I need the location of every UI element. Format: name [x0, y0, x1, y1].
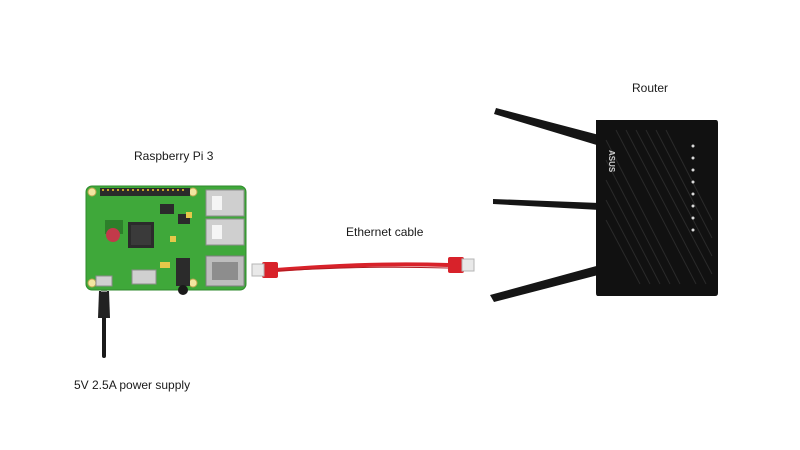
raspberry-pi-board [85, 185, 247, 295]
power-supply-cable [98, 286, 110, 358]
power-supply-label: 5V 2.5A power supply [74, 378, 191, 392]
raspberry-pi-label: Raspberry Pi 3 [134, 149, 214, 163]
ethernet-cable-label: Ethernet cable [346, 225, 424, 239]
router-antennas [490, 108, 603, 302]
router-brand-logo: ASUS [607, 150, 616, 173]
router: ASUS [490, 108, 718, 302]
router-label: Router [632, 81, 669, 95]
ethernet-cable [251, 257, 475, 278]
